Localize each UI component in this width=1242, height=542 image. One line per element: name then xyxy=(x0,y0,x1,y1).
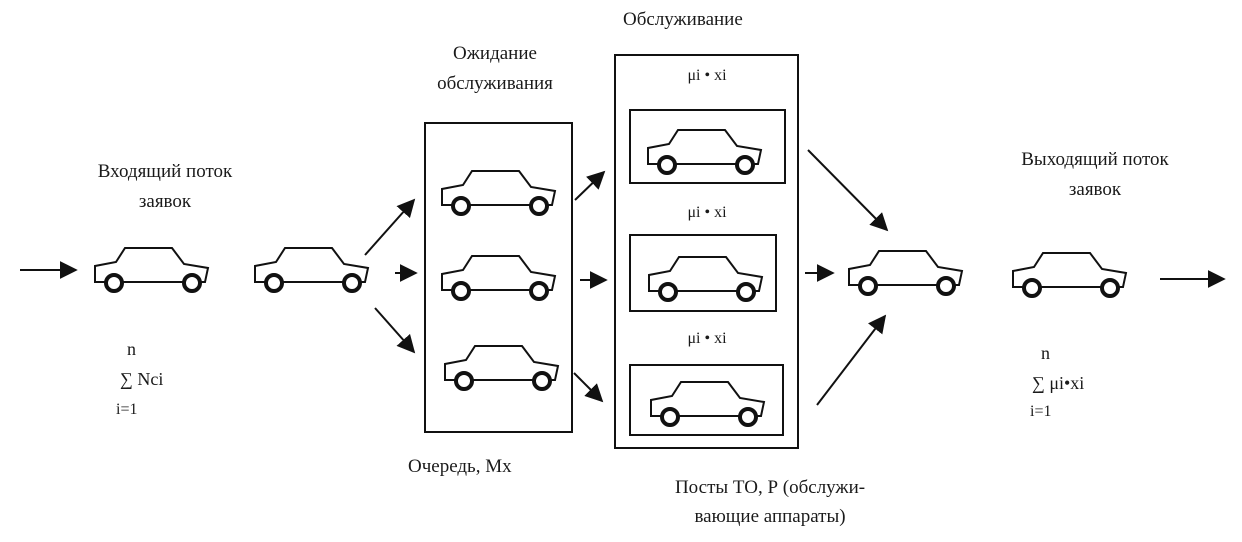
car-queue-3 xyxy=(443,344,560,391)
formula-out-upper: n xyxy=(1041,343,1050,363)
posts-label-line1: Посты ТО, Р (обслужи- xyxy=(674,477,866,498)
car-incoming-1 xyxy=(93,246,210,293)
car-queue-2 xyxy=(440,254,557,301)
arrow-from-service-3 xyxy=(816,314,887,406)
car-service-1 xyxy=(646,128,763,175)
car-queue-1 xyxy=(440,169,557,216)
service-post-3 xyxy=(629,364,784,436)
waiting-title-line2: обслуживания xyxy=(437,73,553,94)
car-incoming-2 xyxy=(253,246,370,293)
queue-box xyxy=(424,122,573,433)
incoming-title-line1: Входящий поток xyxy=(97,161,233,182)
outgoing-title-line1: Выходящий поток xyxy=(1021,149,1169,170)
formula-in-lower: i=1 xyxy=(116,401,138,418)
incoming-title-line2: заявок xyxy=(138,191,192,212)
arrow-from-service-1 xyxy=(807,149,889,232)
service-post-1 xyxy=(629,109,786,184)
car-service-3 xyxy=(649,380,766,427)
service-rate-3: μi • xi xyxy=(687,330,727,347)
service-rate-2: μi • xi xyxy=(687,204,727,221)
arrow-to-service-3 xyxy=(573,372,604,403)
service-post-2 xyxy=(629,234,777,312)
formula-out-lower: i=1 xyxy=(1030,403,1052,420)
queue-label: Очередь, Мх xyxy=(408,456,512,477)
service-title: Обслуживание xyxy=(623,9,743,30)
outgoing-title-line2: заявок xyxy=(1068,179,1122,200)
car-outgoing-2 xyxy=(1011,251,1128,298)
arrow-to-queue-3 xyxy=(374,307,416,354)
arrow-to-service-1 xyxy=(574,170,606,201)
formula-in-upper: n xyxy=(127,339,136,359)
car-outgoing-1 xyxy=(847,249,964,296)
service-box xyxy=(614,54,799,449)
waiting-title-line1: Ожидание xyxy=(453,43,537,64)
car-service-2 xyxy=(647,255,764,302)
service-rate-1: μi • xi xyxy=(687,67,727,84)
formula-out-sum: ∑ μi•xi xyxy=(1032,373,1085,393)
formula-in-sum: ∑ Nci xyxy=(120,369,164,389)
posts-label-line2: вающие аппараты) xyxy=(694,506,846,527)
arrow-to-queue-1 xyxy=(364,198,416,256)
